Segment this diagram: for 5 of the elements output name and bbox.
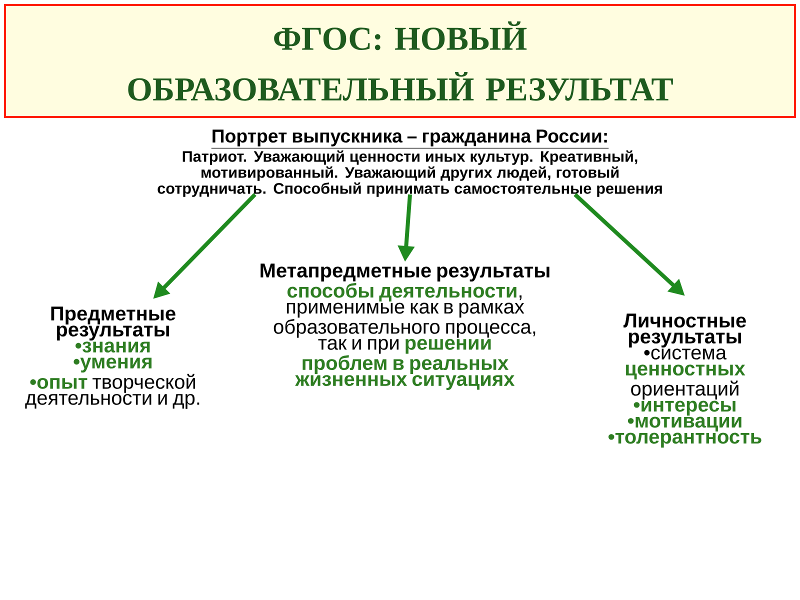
results-column: Личностные результаты •система ценностных ориентаций •интересы •мотивации •толерантность <box>608 314 762 448</box>
results-column: Предметные результаты •знания •умения •опыт творческой деятельности и др. <box>25 306 200 409</box>
results-column: Метапредметные результаты способы деятельности, применимые как в рамках образовательного процесса, так и при решении проблем в реальных жизненных ситуациях <box>260 264 550 390</box>
title-banner: ФГОС: НОВЫЙ ОБРАЗОВАТЕЛЬНЫЙ РЕЗУЛЬТАТ <box>4 4 796 118</box>
portrait-text: Портрет выпускника – гражданина России: Патриот. Уважающий ценности иных культур. Креативный, мотивированный. Уважающий других людей, готовый сотрудничать. Способный принимать самостоятельные решения <box>158 130 662 197</box>
